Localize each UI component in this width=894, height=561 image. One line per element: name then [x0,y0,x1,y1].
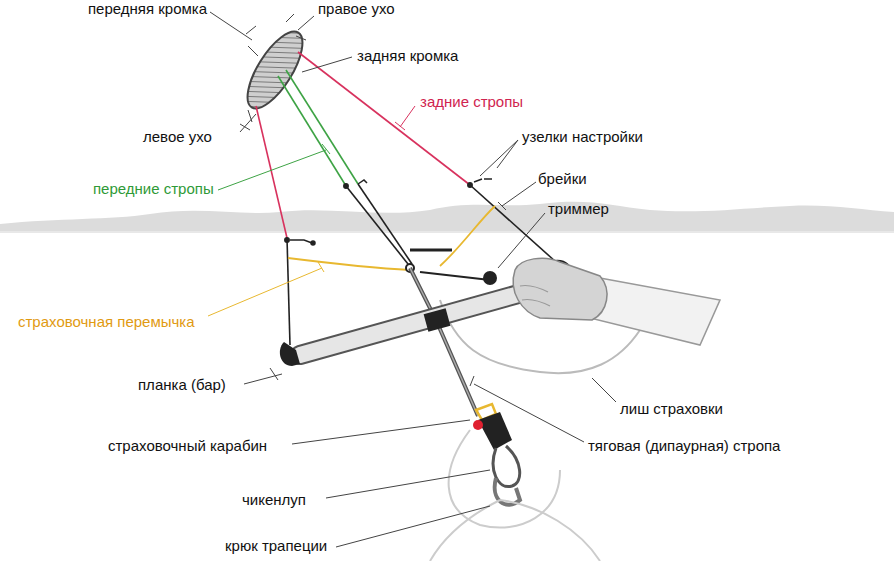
bracket [246,26,258,56]
leader [502,182,536,206]
leader [302,57,352,72]
tick [322,144,330,154]
knot [358,180,367,184]
bracket [240,110,252,130]
leader [298,16,314,30]
part-label: страховочный карабин [108,437,267,455]
part-label: страховочная перемычка [18,313,195,331]
knot [474,179,492,182]
tick [470,376,474,386]
carabiner-body [478,412,512,450]
knot [285,238,289,242]
knot [311,241,315,245]
bar-outline [300,288,540,355]
harness-body [430,500,600,561]
safety-line [288,258,410,270]
part-label: крюк трапеции [225,537,327,555]
part-label: передняя кромка [88,0,207,18]
tick [395,122,405,130]
leader [480,140,518,176]
front-pigtail [358,184,412,264]
leader-lines [208,12,616,547]
brake-line [440,206,495,266]
part-label: правое ухо [318,0,395,18]
part-label: планка (бар) [138,376,226,394]
part-label: лиш страховки [620,400,723,418]
knot [290,240,312,243]
part-label: передние стропы [93,180,214,198]
part-label: триммер [548,200,609,218]
leader [400,106,415,127]
depower-line [410,268,478,416]
knot [344,184,348,188]
bar-center [426,317,448,323]
leader [218,150,326,190]
front-line-left [278,76,346,186]
leader [498,213,545,268]
fingers [520,285,550,306]
rear-line-left [256,106,287,238]
front-pigtail [346,186,408,264]
part-label: задние стропы [420,93,523,111]
hills [0,202,894,232]
part-label: брейки [538,170,587,188]
front-line-right [286,70,358,184]
front-lines-connector [410,249,452,252]
bracket [286,14,306,40]
tuning-knots [285,179,492,245]
tick [498,202,506,210]
rear-pigtail-left [287,238,290,345]
depower-line-core [410,268,478,416]
leader [292,420,470,444]
leader [336,506,490,547]
leader [497,140,518,168]
trimmer-ball [483,271,497,285]
bracket [270,368,278,380]
part-label: задняя кромка [357,47,458,65]
leader [210,12,252,40]
bar [300,288,540,355]
knot [468,183,472,187]
trimmer-line [420,272,490,280]
arm [590,278,720,345]
part-label: тяговая (дипаурная) стропа [588,437,780,455]
horizon [0,231,894,233]
part-label: чикенлуп [242,491,306,509]
bar-end-left [280,342,300,366]
carabiner-button [473,420,483,430]
leader [244,374,282,384]
leader [326,470,490,498]
tick [318,262,324,272]
leader [474,384,584,442]
hand [513,258,607,320]
part-label: узелки настройки [522,128,643,146]
rear-line-right [298,52,470,185]
part-label: левое ухо [143,128,212,146]
leader [592,378,616,402]
leader [208,268,322,316]
